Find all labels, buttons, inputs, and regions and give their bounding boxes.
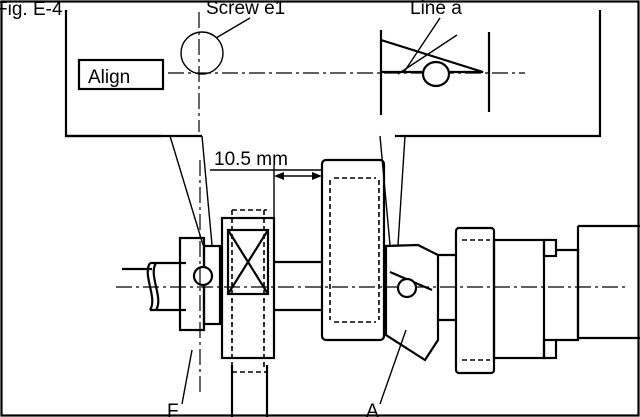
align-label: Align [88,67,130,88]
part-a [379,243,440,405]
line-a-label: Line a [410,0,462,19]
shaft-left-end [122,261,186,312]
detail-hole [421,60,451,88]
detail-callout: Align Screw e1 Line a [64,0,602,246]
line-a-wedge [380,38,484,74]
crank-web [320,158,386,342]
flange-f [178,160,222,405]
bearing-gear [220,209,276,417]
shaft-right [438,224,640,375]
screw-e1-circle [180,31,224,75]
screw-hole-f [192,265,214,287]
dimension-10-5mm: 10.5 mm [210,149,323,262]
part-f-label: F [167,401,179,417]
screw-hole-a [396,277,418,299]
figure-caption-text: Fig. E-4 [0,0,63,20]
dimension-label: 10.5 mm [214,149,288,170]
screw-e1-label: Screw e1 [206,0,285,19]
align-box [77,58,165,91]
part-a-label: A [366,401,379,417]
